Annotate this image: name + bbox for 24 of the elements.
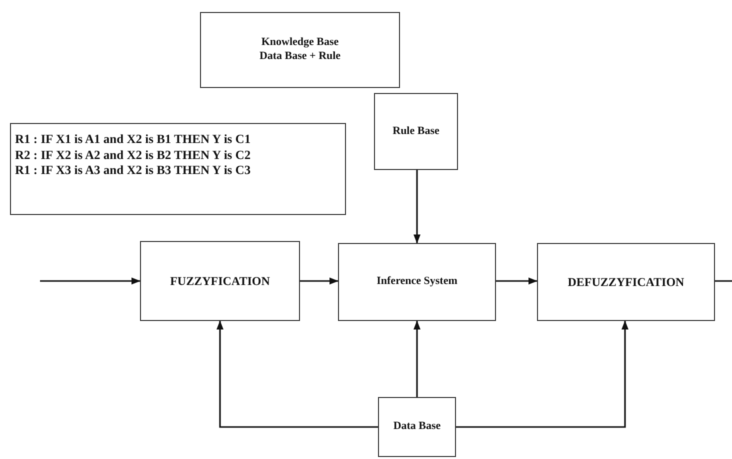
process-box bbox=[374, 93, 458, 170]
arrow bbox=[456, 320, 628, 428]
box-label: Data Base bbox=[393, 420, 441, 434]
arrow bbox=[300, 278, 338, 284]
box-label: Knowledge Base bbox=[261, 36, 339, 50]
arrow bbox=[414, 170, 420, 244]
process-box bbox=[140, 241, 300, 321]
rule-text: R1 : IF X1 is A1 and X2 is B1 THEN Y is C1 bbox=[15, 132, 251, 148]
process-box bbox=[537, 243, 715, 321]
arrow bbox=[216, 320, 378, 428]
box-label: FUZZYFICATION bbox=[170, 274, 270, 288]
process-box bbox=[200, 12, 400, 88]
box-label: Inference System bbox=[376, 275, 458, 289]
process-box bbox=[378, 397, 456, 457]
box-label: Data Base + Rule bbox=[259, 50, 341, 64]
rule-text: R2 : IF X2 is A2 and X2 is B2 THEN Y is C2 bbox=[15, 148, 251, 164]
rule-text: R1 : IF X3 is A3 and X2 is B3 THEN Y is C3 bbox=[15, 163, 251, 179]
box-label: Rule Base bbox=[392, 124, 440, 138]
process-box bbox=[338, 243, 496, 321]
box-label: DEFUZZYFICATION bbox=[568, 274, 684, 290]
arrow bbox=[40, 278, 140, 284]
arrow bbox=[414, 320, 420, 397]
arrow bbox=[496, 278, 538, 284]
process-box bbox=[10, 123, 346, 215]
